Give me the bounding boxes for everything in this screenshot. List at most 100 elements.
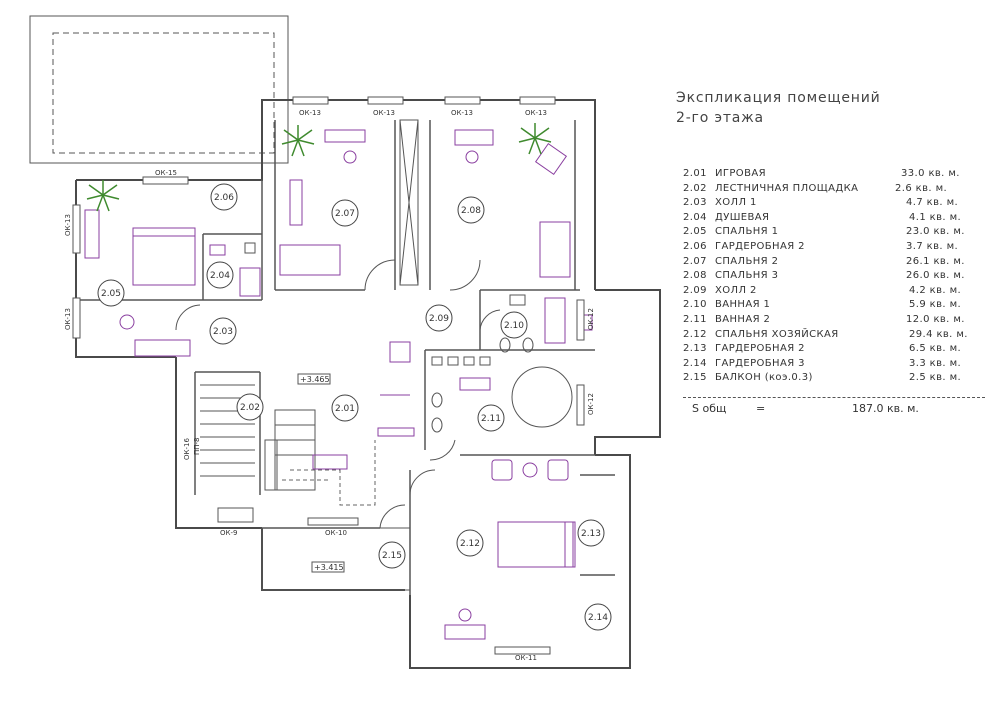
- room-tag-label: 2.12: [460, 539, 480, 549]
- window-tag-ok16: ОК-16: [183, 438, 191, 460]
- room-tag-circle: [457, 196, 485, 224]
- room-tag-label: 2.03: [213, 327, 233, 337]
- window-tag-ok13-e: ОК-13: [64, 214, 72, 236]
- room-row: 2.13 ГАРДЕРОБНАЯ 2 6.5 кв. м.: [683, 343, 973, 358]
- room-area: 6.5 кв. м.: [909, 343, 962, 355]
- room-area: 4.7 кв. м.: [906, 197, 959, 209]
- room-tag-circle: [236, 393, 264, 421]
- room-tag-label: 2.11: [481, 414, 501, 424]
- room-number: 2.01: [683, 168, 707, 179]
- room-tag-label: 2.14: [588, 613, 608, 623]
- window-tag-ok12-b: ОК-12: [587, 393, 595, 415]
- room-row: 2.03 ХОЛЛ 1 4.7 кв. м.: [683, 197, 973, 212]
- plants: [86, 123, 552, 212]
- room-name: СПАЛЬНЯ 3: [715, 270, 779, 282]
- room-area: 12.0 кв. м.: [906, 313, 965, 325]
- room-area: 3.7 кв. м.: [906, 240, 959, 252]
- total-eq: =: [756, 402, 766, 415]
- room-name: СПАЛЬНЯ ХОЗЯЙСКАЯ: [715, 328, 839, 340]
- room-area: 33.0 кв. м.: [901, 168, 960, 179]
- room-number: 2.04: [683, 211, 707, 223]
- room-tag-circle: [209, 317, 237, 345]
- room-number: 2.15: [683, 372, 707, 384]
- outer-walls: [75, 99, 661, 669]
- room-tag-label: 2.02: [240, 403, 260, 413]
- window-tag-pp8: ПП-8: [193, 437, 201, 455]
- room-area: 4.1 кв. м.: [909, 211, 962, 223]
- room-number: 2.14: [683, 357, 707, 369]
- window-tag-ok15: ОК-15: [155, 169, 177, 177]
- room-area: 2.6 кв. м.: [895, 182, 948, 194]
- room-name: СПАЛЬНЯ 1: [715, 226, 779, 238]
- room-row: 2.01 ИГРОВАЯ 33.0 кв. м.: [683, 168, 973, 183]
- room-row: 2.14 ГАРДЕРОБНАЯ 3 3.3 кв. м.: [683, 358, 973, 373]
- room-tag-circle: [425, 304, 453, 332]
- room-tag-circle: [206, 261, 234, 289]
- room-number: 2.03: [683, 197, 707, 209]
- room-name: ГАРДЕРОБНАЯ 3: [715, 357, 805, 369]
- dashed-railing: [282, 440, 376, 506]
- room-name: ГАРДЕРОБНАЯ 2: [715, 240, 805, 252]
- window-tag-ok10: ОК-10: [325, 529, 347, 537]
- room-tag-circle: [477, 404, 505, 432]
- room-tag-circle: [378, 541, 406, 569]
- room-name: ХОЛЛ 2: [715, 284, 757, 296]
- level-hall: +3.465: [300, 375, 330, 384]
- legend: Экспликация помещений 2-го этажа: [676, 88, 976, 128]
- bathroom-fixtures: [244, 242, 573, 433]
- room-tag-label: 2.07: [335, 209, 355, 219]
- room-tag-label: 2.13: [581, 529, 601, 539]
- window-tag-ok13-a: ОК-13: [299, 109, 321, 117]
- windows: [72, 96, 585, 655]
- window-tag-ok11: ОК-11: [515, 654, 537, 662]
- room-name: ВАННАЯ 2: [715, 313, 771, 325]
- room-area: 29.4 кв. м.: [909, 328, 968, 340]
- room-name: СПАЛЬНЯ 2: [715, 255, 779, 267]
- legend-title-line1: Экспликация помещений: [676, 90, 881, 106]
- room-number: 2.13: [683, 343, 707, 355]
- roof-outline-dashed: [52, 32, 275, 154]
- room-name: ДУШЕВАЯ: [715, 211, 770, 223]
- room-number: 2.12: [683, 328, 707, 340]
- room-tag-label: 2.06: [214, 193, 234, 203]
- room-tag-label: 2.04: [210, 271, 230, 281]
- room-number: 2.02: [683, 182, 707, 194]
- roof-outline: [29, 15, 289, 164]
- room-name: ГАРДЕРОБНАЯ 2: [715, 343, 805, 355]
- room-row: 2.11 ВАННАЯ 2 12.0 кв. м.: [683, 314, 973, 329]
- room-name: ХОЛЛ 1: [715, 197, 757, 209]
- room-area: 23.0 кв. м.: [906, 226, 965, 238]
- room-tag-label: 2.15: [382, 551, 402, 561]
- room-tag-circle: [577, 519, 605, 547]
- room-tag-label: 2.01: [335, 404, 355, 414]
- window-tag-ok9: ОК-9: [220, 529, 237, 537]
- room-area: 4.2 кв. м.: [909, 284, 962, 296]
- staircase: [200, 384, 316, 491]
- room-area: 2.5 кв. м.: [909, 372, 962, 384]
- room-name: ИГРОВАЯ: [715, 168, 766, 179]
- ventilation-shaft: [399, 119, 419, 286]
- room-area: 3.3 кв. м.: [909, 357, 962, 369]
- room-number: 2.10: [683, 299, 707, 311]
- room-row: 2.12 СПАЛЬНЯ ХОЗЯЙСКАЯ 29.4 кв. м.: [683, 329, 973, 344]
- window-tag-ok13-f: ОК-13: [64, 308, 72, 330]
- total-divider: [683, 397, 985, 398]
- legend-title-line2: 2-го этажа: [676, 110, 764, 126]
- room-tag-label: 2.09: [429, 314, 449, 324]
- window-tag-ok13-b: ОК-13: [373, 109, 395, 117]
- inner-walls: [76, 120, 615, 595]
- room-tag-circle: [331, 394, 359, 422]
- room-number: 2.11: [683, 313, 707, 325]
- room-tag-label: 2.05: [101, 289, 121, 299]
- window-tag-ok13-c: ОК-13: [451, 109, 473, 117]
- room-tag-circle: [210, 183, 238, 211]
